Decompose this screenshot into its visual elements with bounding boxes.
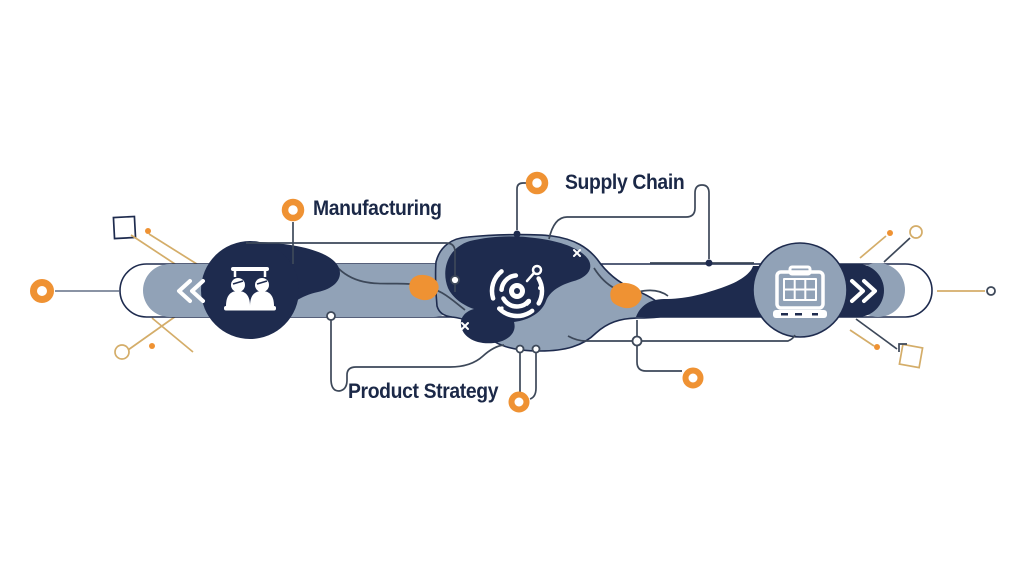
node-circle (631, 335, 643, 347)
orange-rings (30, 171, 704, 413)
connector-line (636, 345, 682, 372)
right-decor-cluster (849, 225, 996, 369)
x-mark (573, 249, 581, 257)
diagonal-line-decor (849, 329, 875, 347)
nodes (326, 230, 713, 354)
circle-outline-decor (114, 344, 130, 360)
connector-line (548, 184, 710, 259)
node-dot (705, 259, 713, 267)
square-outline-decor (898, 343, 924, 369)
double-chevron-right-icon (850, 279, 877, 303)
people-negotiation-icon (224, 267, 276, 311)
manufacturing-label: Manufacturing (313, 196, 442, 220)
diagonal-line-decor (148, 233, 201, 267)
connectors (246, 182, 796, 400)
node-circle (515, 344, 525, 354)
machine-panel-icon (773, 265, 827, 318)
supply-chain-label: Supply Chain (565, 170, 685, 194)
orange-teardrop (409, 274, 439, 301)
ribbon-navy-right-wedge (636, 266, 780, 317)
orange-ring (682, 367, 704, 389)
connector-line (567, 334, 796, 342)
connector-line (330, 320, 505, 392)
orange-dot (149, 343, 155, 349)
circle-outline-decor (909, 225, 923, 239)
connector-line (516, 182, 526, 230)
orange-ring-product-strategy (508, 391, 530, 413)
diagonal-line-decor (855, 318, 898, 350)
diagonal-line-decor (130, 234, 179, 267)
square-outline-decor (112, 215, 137, 240)
process-radar-icon (489, 263, 545, 319)
node-circle (531, 344, 541, 354)
square-corner-decor (898, 343, 907, 352)
connector-line (246, 242, 456, 276)
left-stage-circle (201, 241, 299, 339)
diagonal-line-decor (859, 235, 887, 259)
x-mark (461, 322, 469, 330)
connector-line (529, 353, 537, 400)
double-chevron-left-icon (177, 279, 205, 303)
node-circle (450, 275, 460, 285)
orange-ring (30, 279, 54, 303)
diagonal-line-decor (883, 237, 911, 263)
node-dot (513, 230, 521, 238)
node-circle (326, 311, 336, 321)
left-decor-cluster (55, 215, 201, 360)
diagonal-line-decor (127, 315, 177, 351)
end-node-circle (986, 286, 996, 296)
orange-teardrop (610, 282, 642, 309)
product-strategy-label: Product Strategy (348, 379, 499, 403)
orange-dot (887, 230, 893, 236)
orange-ring-supply-chain (525, 171, 549, 195)
orange-ring-manufacturing (281, 198, 305, 222)
orange-dot (145, 228, 151, 234)
orange-dot (874, 344, 880, 350)
diagonal-line-decor (151, 317, 194, 353)
